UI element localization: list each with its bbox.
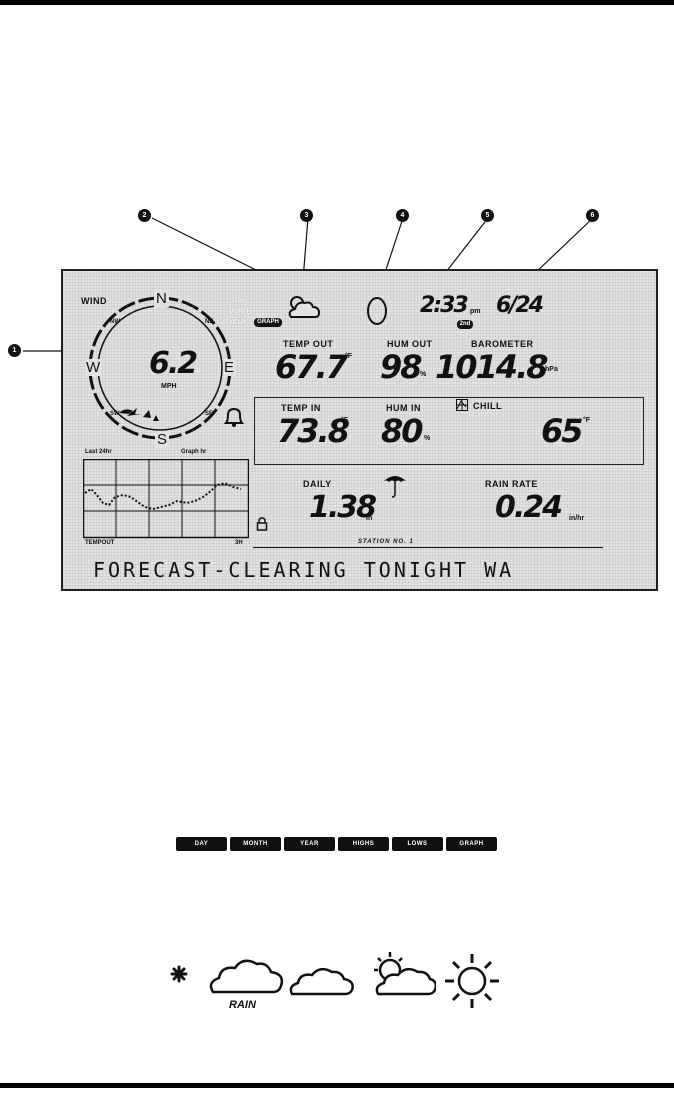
time-suffix: pm bbox=[470, 308, 481, 315]
mode-buttons: DAY MONTH YEAR HIGHS LOWS GRAPH bbox=[176, 837, 497, 851]
graph-right-label: Graph hr bbox=[181, 449, 207, 455]
chill-value: 65 bbox=[541, 412, 584, 450]
wind-label: WIND bbox=[81, 296, 107, 306]
rain-icon-text: RAIN bbox=[229, 999, 257, 1011]
highs-button[interactable]: HIGHS bbox=[338, 837, 389, 851]
graph-indicator: GRAPH bbox=[254, 318, 282, 327]
date-value: 6/24 bbox=[496, 293, 544, 318]
barometer-unit: hPa bbox=[545, 366, 558, 373]
hum-out-label: HUM OUT bbox=[387, 339, 433, 349]
hum-in-label: HUM IN bbox=[386, 403, 421, 413]
temp-in-value: 73.8 bbox=[277, 412, 350, 450]
temp-out-unit: °F bbox=[345, 353, 353, 360]
callout-4: 4 bbox=[396, 209, 409, 222]
wind-speed-value: 6.2 bbox=[149, 346, 198, 381]
daily-unit: in bbox=[366, 515, 373, 522]
callout-3: 3 bbox=[300, 209, 313, 222]
compass-south: S bbox=[155, 431, 170, 448]
forecast-ticker: FORECAST-CLEARING TONIGHT WA bbox=[93, 558, 515, 582]
hum-in-value: 80 bbox=[381, 412, 424, 450]
top-rule bbox=[0, 0, 674, 5]
grid-icon bbox=[456, 399, 468, 411]
graph-left-label: Last 24hr bbox=[85, 449, 112, 455]
bell-icon bbox=[223, 407, 245, 427]
period-month: MONTH bbox=[229, 309, 251, 315]
lcd-display: WIND N S W E NW NE SW SE 6.2 MPH DAY MON… bbox=[61, 269, 658, 591]
callout-2: 2 bbox=[138, 209, 151, 222]
chill-unit: °F bbox=[583, 417, 591, 424]
temp-in-label: TEMP IN bbox=[281, 403, 321, 413]
period-year: YEAR bbox=[229, 320, 246, 326]
chill-label: CHILL bbox=[473, 401, 502, 411]
year-button[interactable]: YEAR bbox=[284, 837, 335, 851]
rain-rate-label: RAIN RATE bbox=[485, 479, 538, 489]
wind-speed-unit: MPH bbox=[161, 383, 177, 390]
sun-icon bbox=[445, 954, 499, 1008]
period-day: DAY bbox=[233, 298, 246, 304]
station-divider bbox=[253, 547, 603, 548]
compass-west: W bbox=[85, 359, 102, 376]
cloud-rain-icon: RAIN bbox=[209, 959, 284, 1011]
time-value: 2:33 bbox=[420, 293, 469, 318]
callout-1: 1 bbox=[8, 344, 21, 357]
daily-label: DAILY bbox=[303, 479, 332, 489]
second-indicator: 2nd bbox=[457, 320, 473, 329]
compass-se: SE bbox=[205, 411, 214, 417]
temp-out-label: TEMP OUT bbox=[283, 339, 334, 349]
partly-cloudy-icon bbox=[288, 296, 321, 318]
station-label: STATION NO. 1 bbox=[358, 539, 414, 545]
umbrella-icon bbox=[383, 476, 407, 498]
temp-in-unit: °F bbox=[341, 417, 349, 424]
graph-button[interactable]: GRAPH bbox=[446, 837, 497, 851]
compass-ne: NE bbox=[205, 319, 214, 325]
cloud-icon bbox=[289, 967, 354, 996]
snowflake-icon bbox=[170, 965, 188, 983]
callout-6: 6 bbox=[586, 209, 599, 222]
partly-cloudy-icon bbox=[374, 952, 436, 996]
lows-button[interactable]: LOWS bbox=[392, 837, 443, 851]
hum-out-value: 98 bbox=[380, 348, 423, 386]
compass-north: N bbox=[154, 290, 169, 307]
compass-sw: SW bbox=[110, 411, 120, 417]
compass-east: E bbox=[223, 359, 236, 376]
history-graph bbox=[83, 459, 249, 539]
day-button[interactable]: DAY bbox=[176, 837, 227, 851]
callout-5: 5 bbox=[481, 209, 494, 222]
barometer-value: 1014.8 bbox=[435, 348, 548, 386]
temp-out-value: 67.7 bbox=[275, 348, 348, 386]
hum-out-unit: % bbox=[420, 371, 427, 378]
daily-value: 1.38 bbox=[309, 490, 377, 525]
hum-in-unit: % bbox=[424, 435, 431, 442]
compass-nw: NW bbox=[110, 319, 120, 325]
bottom-rule bbox=[0, 1083, 674, 1088]
rain-rate-value: 0.24 bbox=[495, 490, 563, 525]
graph-bottom-left: TEMPOUT bbox=[85, 540, 115, 546]
barometer-label: BAROMETER bbox=[471, 339, 534, 349]
inside-readings-box bbox=[254, 397, 644, 465]
graph-bottom-right: 3H bbox=[235, 540, 243, 546]
lock-icon bbox=[256, 517, 268, 531]
month-button[interactable]: MONTH bbox=[230, 837, 281, 851]
rain-rate-unit: in/hr bbox=[569, 515, 585, 522]
moon-phase-icon bbox=[367, 297, 387, 325]
